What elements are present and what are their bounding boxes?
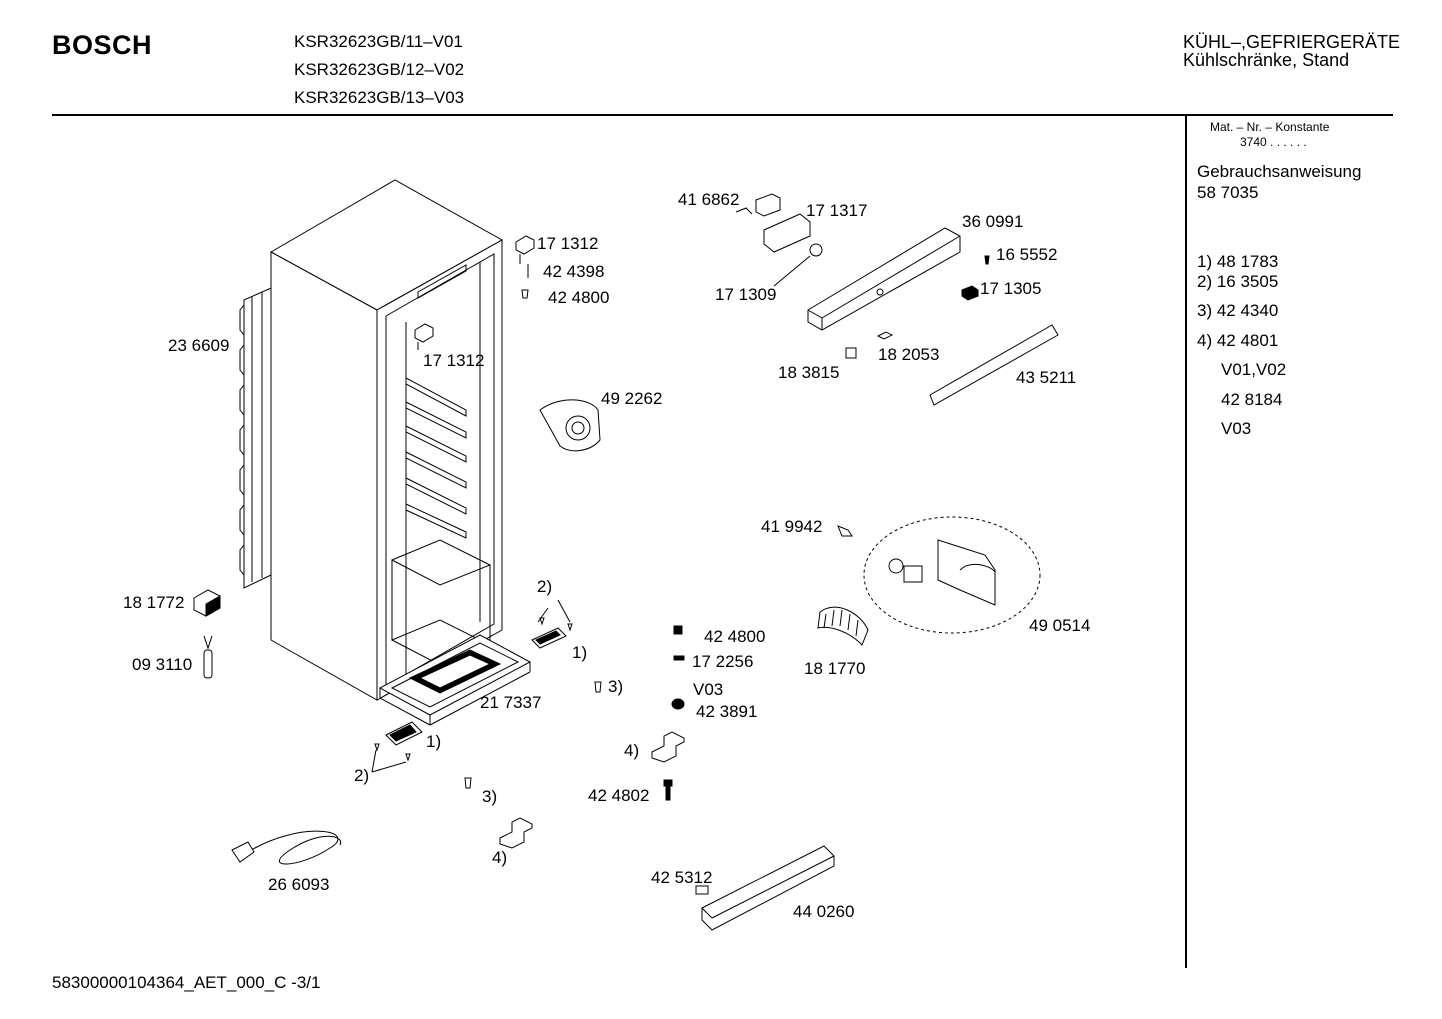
thermal-fuse <box>203 635 213 679</box>
part-label-416862: 41 6862 <box>678 190 740 209</box>
part-label-171309: 17 1309 <box>715 285 777 304</box>
note-1: 1) 48 1783 <box>1197 252 1279 271</box>
part-label-165552: 16 5552 <box>996 245 1058 264</box>
note-3: 3) 42 4340 <box>1197 301 1279 320</box>
part-label-182053: 18 2053 <box>878 345 940 364</box>
note-ref-3-upper: 3) <box>608 677 624 696</box>
note-ref-2-upper: 2) <box>537 577 553 596</box>
relay-181772 <box>193 589 221 617</box>
part-label-093110: 09 3110 <box>132 655 193 674</box>
cabinet-body <box>269 179 504 701</box>
part-label-171305: 17 1305 <box>980 279 1042 298</box>
note-ref-4-upper: 4) <box>624 741 640 760</box>
part-label-424802: 42 4802 <box>588 786 650 805</box>
part-label-172256: 17 2256 <box>692 652 754 671</box>
sidebar-divider <box>1185 115 1187 968</box>
note-ref-4-lower: 4) <box>492 848 508 867</box>
part-label-440260: 44 0260 <box>793 902 855 921</box>
bottom-tray <box>378 634 532 726</box>
part-label-435211: 43 5211 <box>1016 368 1077 387</box>
manual-number: 58 7035 <box>1197 183 1259 202</box>
part-label-171312-inner: 17 1312 <box>423 351 485 370</box>
mat-number-label: Mat. – Nr. – Konstante <box>1210 120 1330 134</box>
adjustable-foot-left <box>499 817 533 849</box>
fan-housing <box>539 399 601 452</box>
power-cord <box>231 830 342 865</box>
part-label-360991: 36 0991 <box>962 212 1024 231</box>
model-number-1: KSR32623GB/11–V01 <box>294 32 463 51</box>
mat-number-value: 3740 . . . . . . <box>1240 135 1307 149</box>
part-label-423891: 42 3891 <box>696 702 758 721</box>
part-label-424800-bottom: 42 4800 <box>704 627 766 646</box>
note-ref-2-lower: 2) <box>354 766 370 785</box>
header-divider <box>52 114 1393 116</box>
note-2: 2) 16 3505 <box>1197 272 1279 291</box>
model-number-3: KSR32623GB/13–V03 <box>294 88 465 107</box>
part-label-236609: 23 6609 <box>168 336 230 355</box>
lamp-shade <box>817 606 869 646</box>
control-panel <box>807 227 961 331</box>
part-label-variant-v03: V03 <box>693 680 724 699</box>
category-title: KÜHL–,GEFRIERGERÄTE <box>1183 32 1401 52</box>
note-part-428184: 42 8184 <box>1221 390 1283 409</box>
category-subtitle: Kühlschränke, Stand <box>1183 50 1350 70</box>
note-ref-3-lower: 3) <box>482 787 498 806</box>
part-label-424800-top: 42 4800 <box>548 288 610 307</box>
note-ref-1-lower: 1) <box>426 732 442 751</box>
thermostat <box>735 193 823 287</box>
part-label-171312-hinge: 17 1312 <box>537 234 599 253</box>
part-label-181772: 18 1772 <box>123 593 185 612</box>
part-label-490514: 49 0514 <box>1029 616 1091 635</box>
part-label-419942: 41 9942 <box>761 517 823 536</box>
part-label-217337: 21 7337 <box>480 693 542 712</box>
manual-label: Gebrauchsanweisung <box>1197 162 1362 181</box>
model-number-2: KSR32623GB/12–V02 <box>294 60 465 79</box>
note-variant-v01-v02: V01,V02 <box>1221 360 1287 379</box>
bracket-lower <box>385 721 423 746</box>
brand-logo: BOSCH <box>52 30 153 60</box>
part-label-183815: 18 3815 <box>778 363 840 382</box>
document-id: 58300000104364_AET_000_C -3/1 <box>52 973 321 992</box>
part-label-424398: 42 4398 <box>543 262 605 281</box>
part-label-425312: 42 5312 <box>651 868 713 887</box>
part-label-492262: 49 2262 <box>601 389 663 408</box>
part-label-266093: 26 6093 <box>268 875 330 894</box>
part-label-181770: 18 1770 <box>804 659 866 678</box>
adjustable-foot-right <box>651 731 685 763</box>
note-ref-1-upper: 1) <box>572 643 588 662</box>
condenser-coil <box>239 287 272 589</box>
lamp-cover <box>888 539 996 606</box>
bracket-upper <box>531 627 567 649</box>
part-label-171317: 17 1317 <box>806 201 868 220</box>
note-4: 4) 42 4801 <box>1197 331 1279 350</box>
note-variant-v03: V03 <box>1221 419 1252 438</box>
ventilation-grille <box>701 845 835 931</box>
